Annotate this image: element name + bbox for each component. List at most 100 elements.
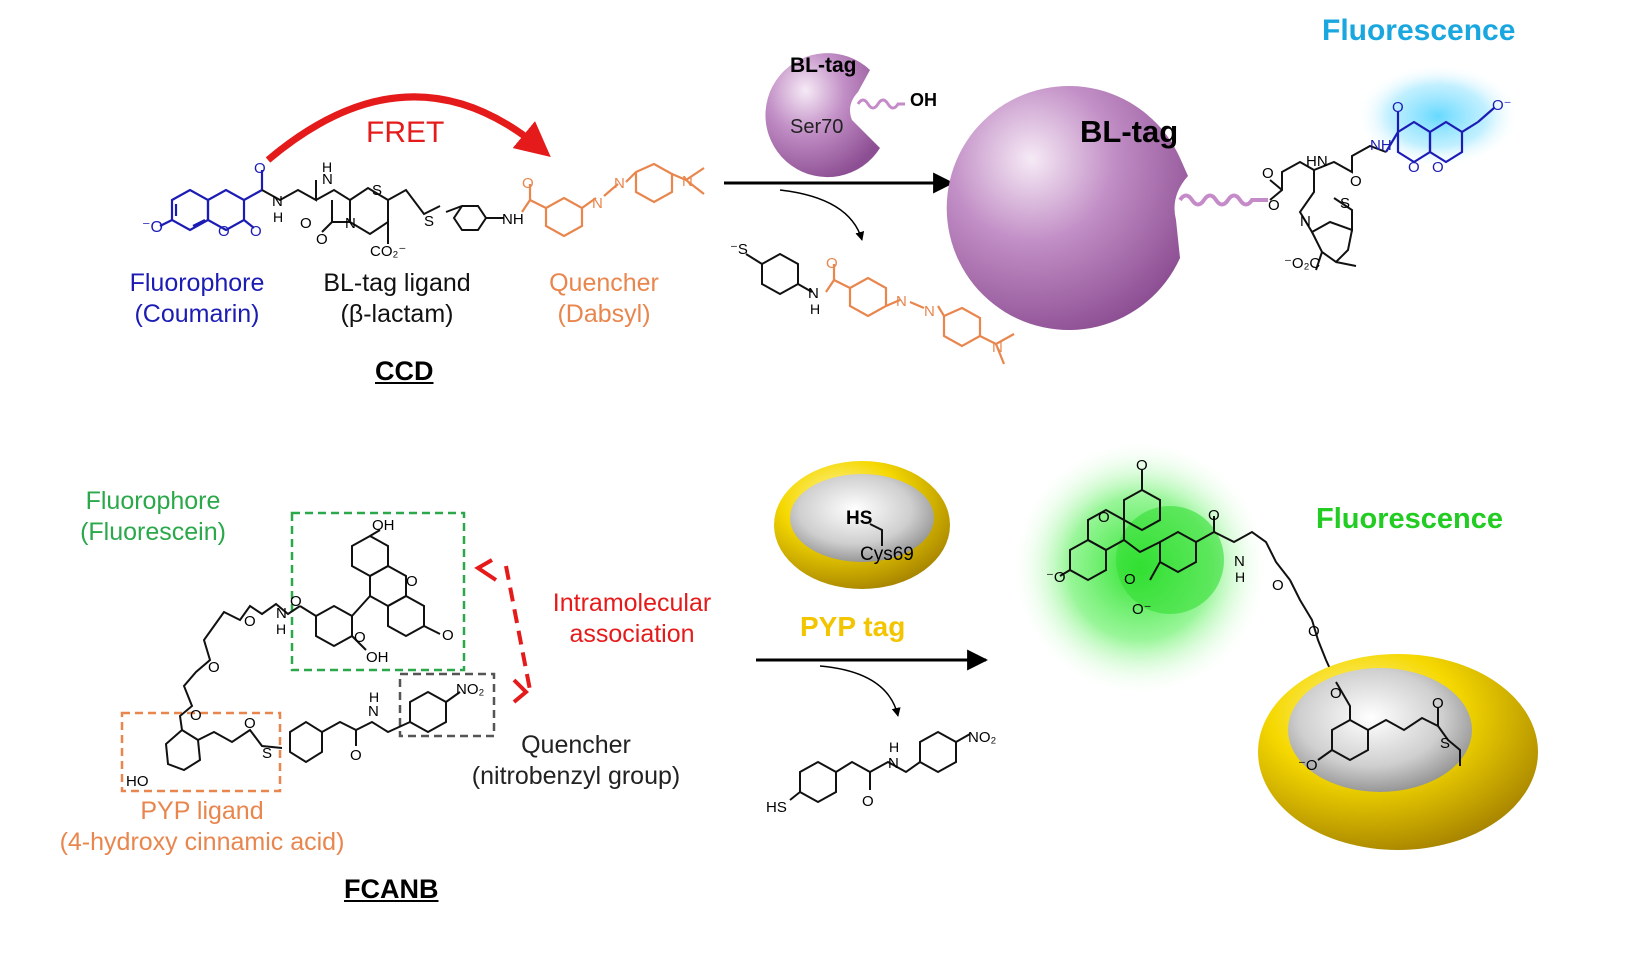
atom-label: O — [1432, 695, 1444, 712]
atom-label: HS — [766, 799, 787, 816]
atom-label: N — [808, 285, 819, 302]
dabsyl-label-line1: Quencher — [549, 269, 659, 297]
atom-label: ⁻S — [730, 241, 748, 258]
atom-label: S — [372, 182, 382, 199]
atom-label: H — [276, 621, 286, 637]
atom-label: O — [1308, 623, 1320, 640]
atom-label: O — [862, 793, 874, 810]
atom-label: S — [1340, 195, 1350, 212]
ser70-label: Ser70 — [790, 116, 843, 138]
atom-label: NH — [1370, 137, 1392, 154]
green-fluorescence-core — [1116, 506, 1224, 614]
nitrobenzyl-label: Quencher (nitrobenzyl group) — [456, 730, 696, 793]
pyp-ligand-label: PYP ligand (4-hydroxy cinnamic acid) — [32, 796, 372, 859]
atom-label: N — [682, 173, 693, 190]
atom-label: ⁻O₂C — [1284, 255, 1320, 272]
beta-lactam-structure — [261, 180, 504, 244]
atom-label: O — [406, 573, 418, 590]
serine-linker — [856, 98, 905, 110]
pyp-tag-label: PYP tag — [800, 611, 905, 642]
top-byproduct-arrow — [779, 189, 865, 241]
atom-label: O — [522, 175, 534, 192]
bound-coumarin-structure — [1385, 107, 1495, 164]
atom-label: O — [826, 255, 838, 272]
atom-label: O — [354, 629, 366, 646]
atom-label: N — [592, 195, 603, 212]
fluorescein-structure — [299, 529, 441, 651]
atom-label: NH — [502, 211, 524, 228]
dabsyl-label: Quencher (Dabsyl) — [536, 268, 672, 331]
fcanb-title: FCANB — [344, 874, 439, 904]
coumarin-label-line2: (Coumarin) — [134, 300, 260, 329]
atom-label: H — [273, 209, 283, 225]
bl-tag-large-label: BL-tag — [1080, 114, 1178, 149]
atom-label: N — [345, 215, 356, 232]
nitrobenzyl-label-line1: Quencher — [521, 731, 631, 759]
fluorescein-label-line2: (Fluorescein) — [80, 518, 226, 547]
atom-label: N — [992, 339, 1003, 356]
atom-label: O — [290, 593, 302, 610]
peg-linker-structure — [164, 602, 461, 772]
bottom-byproduct-arrow — [819, 665, 901, 717]
atom-label: O — [1432, 159, 1444, 176]
beta-lactam-label-line2: (β-lactam) — [340, 300, 454, 329]
fluorescence-cyan-label: Fluorescence — [1322, 14, 1515, 47]
atom-label: H — [810, 301, 820, 317]
dabsyl-structure — [521, 162, 705, 238]
atom-label: O — [350, 747, 362, 764]
coumarin-label-line1: Fluorophore — [129, 269, 265, 297]
atom-label: ⁻O — [142, 219, 163, 236]
atom-label: S — [424, 213, 434, 230]
atom-label: N — [1234, 553, 1245, 570]
atom-label: O — [1136, 457, 1148, 474]
ccd-title: CCD — [375, 356, 434, 386]
cys69-label: Cys69 — [860, 544, 914, 565]
atom-label: CO₂⁻ — [370, 243, 406, 260]
pyp-ligand-label-line1: PYP ligand — [140, 797, 264, 825]
atom-label: HO — [126, 773, 149, 790]
atom-label: N — [896, 293, 907, 310]
atom-label: O — [1408, 159, 1420, 176]
atom-label: O — [316, 231, 328, 248]
bl-tag-small-label: BL-tag — [790, 54, 857, 77]
atom-label: O — [1262, 165, 1274, 182]
bound-ligand-structure — [1317, 681, 1461, 766]
cysteine-sidechain — [869, 523, 883, 546]
atom-label: ⁻O — [1298, 757, 1318, 774]
atom-label: O — [1272, 577, 1284, 594]
released-nitrobenzyl-structure — [789, 730, 971, 804]
bl-tag-enzyme-small — [765, 53, 880, 178]
atom-label: O — [1098, 509, 1110, 526]
association-label: Intramolecular association — [538, 588, 726, 651]
fluorophore-box — [290, 511, 466, 672]
association-label-line2: association — [569, 620, 695, 649]
atom-label: O — [442, 627, 454, 644]
atom-label: OH — [372, 517, 395, 534]
quencher-box — [398, 672, 496, 738]
hydroxyl-label: OH — [910, 90, 937, 110]
atom-label: O — [1208, 507, 1220, 524]
covalent-linker — [1178, 193, 1268, 207]
atom-label: ⁻O — [1046, 569, 1066, 586]
atom-label: N — [276, 605, 287, 622]
fluorescence-green-label: Fluorescence — [1316, 503, 1503, 535]
released-quencher-structure — [745, 252, 813, 296]
atom-label: NO₂ — [968, 729, 997, 746]
atom-label: O — [250, 223, 262, 240]
atom-label: S — [1440, 735, 1450, 752]
atom-label: O — [218, 223, 230, 240]
atom-label: O — [1124, 571, 1136, 588]
atom-label: O — [300, 215, 312, 232]
nitrobenzyl-label-line2: (nitrobenzyl group) — [471, 762, 681, 791]
atom-label: N — [322, 171, 333, 188]
association-label-line1: Intramolecular — [552, 589, 712, 617]
atom-label: O⁻ — [1492, 97, 1512, 114]
coumarin-structure — [159, 170, 264, 232]
association-arrowhead-bottom — [512, 678, 529, 704]
beta-lactam-label: BL-tag ligand (β-lactam) — [306, 268, 488, 331]
fret-arrow — [265, 93, 551, 163]
atom-label: N — [614, 175, 625, 192]
beta-lactam-label-line1: BL-tag ligand — [323, 269, 471, 297]
atom-label: NO₂ — [456, 681, 485, 698]
bl-tag-enzyme-large — [946, 85, 1188, 330]
